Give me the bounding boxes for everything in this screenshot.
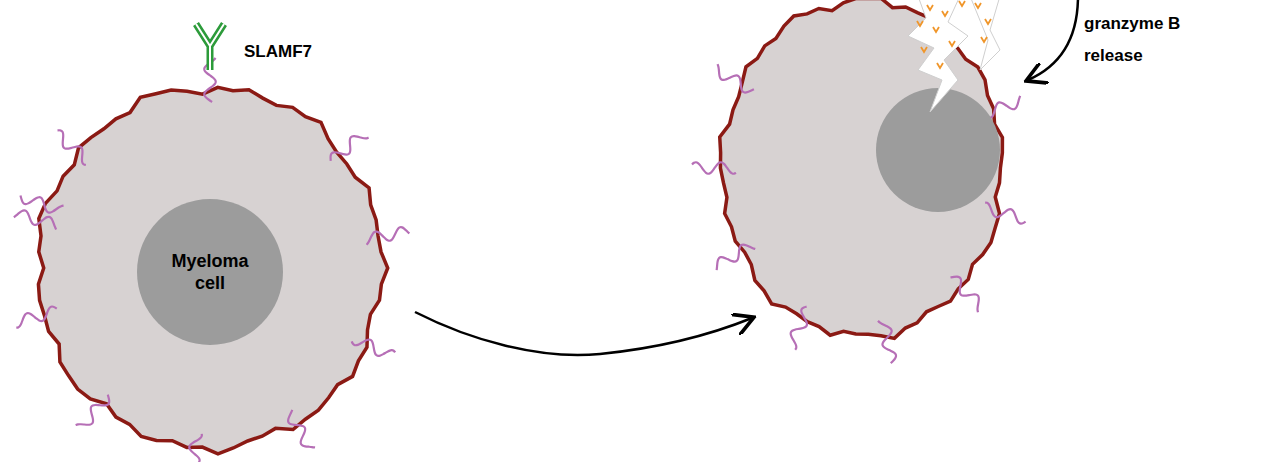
granzyme-particle	[985, 19, 991, 24]
granzyme-particle	[917, 21, 923, 26]
granzyme-particle	[975, 3, 981, 8]
nucleus: Myeloma cell	[137, 199, 283, 345]
cell-membrane	[720, 0, 1003, 338]
granzyme-particle	[933, 27, 939, 32]
slamf7-receptor	[692, 162, 736, 174]
slamf7-receptor	[187, 434, 202, 462]
granzyme-particle	[981, 37, 987, 42]
transition-arrow	[415, 312, 752, 355]
nucleus-text: Myeloma cell	[155, 250, 265, 295]
granzyme-particle	[949, 41, 955, 46]
slamf7-receptor	[367, 227, 410, 245]
slamf7-receptor	[950, 277, 978, 313]
slamf7-receptor	[76, 395, 110, 425]
nucleus-shape	[137, 199, 283, 345]
release-arrow	[1028, 0, 1078, 80]
receptor-label: SLAMF7	[244, 42, 312, 62]
slamf7-receptor	[288, 410, 315, 448]
slamf7-receptor	[791, 307, 807, 350]
granzyme-particle	[927, 5, 933, 10]
slamf7-receptor	[331, 136, 369, 161]
antibody	[196, 24, 224, 70]
granzyme-particle	[959, 1, 965, 6]
granzyme-particle	[921, 47, 927, 52]
membrane-rupture	[970, 0, 1000, 70]
antibody	[196, 24, 224, 70]
slamf7-receptor	[352, 340, 395, 356]
cell-membrane	[38, 87, 387, 453]
nucleus	[876, 88, 1000, 212]
granzyme-particle	[942, 11, 948, 16]
slamf7-receptor	[717, 245, 756, 271]
slamf7-receptor	[20, 195, 63, 212]
node-label: Myeloma cell	[155, 250, 265, 295]
slamf7-receptor	[985, 203, 1025, 224]
slamf7-receptor	[58, 130, 86, 165]
nucleus-circle	[137, 199, 283, 345]
membrane-rupture	[908, 0, 968, 112]
slamf7-receptor	[16, 307, 56, 328]
slamf7-receptor	[878, 321, 896, 363]
process-label: granzyme B release	[1084, 8, 1196, 73]
granzyme-particle	[937, 63, 943, 68]
slamf7-receptor	[718, 64, 754, 92]
